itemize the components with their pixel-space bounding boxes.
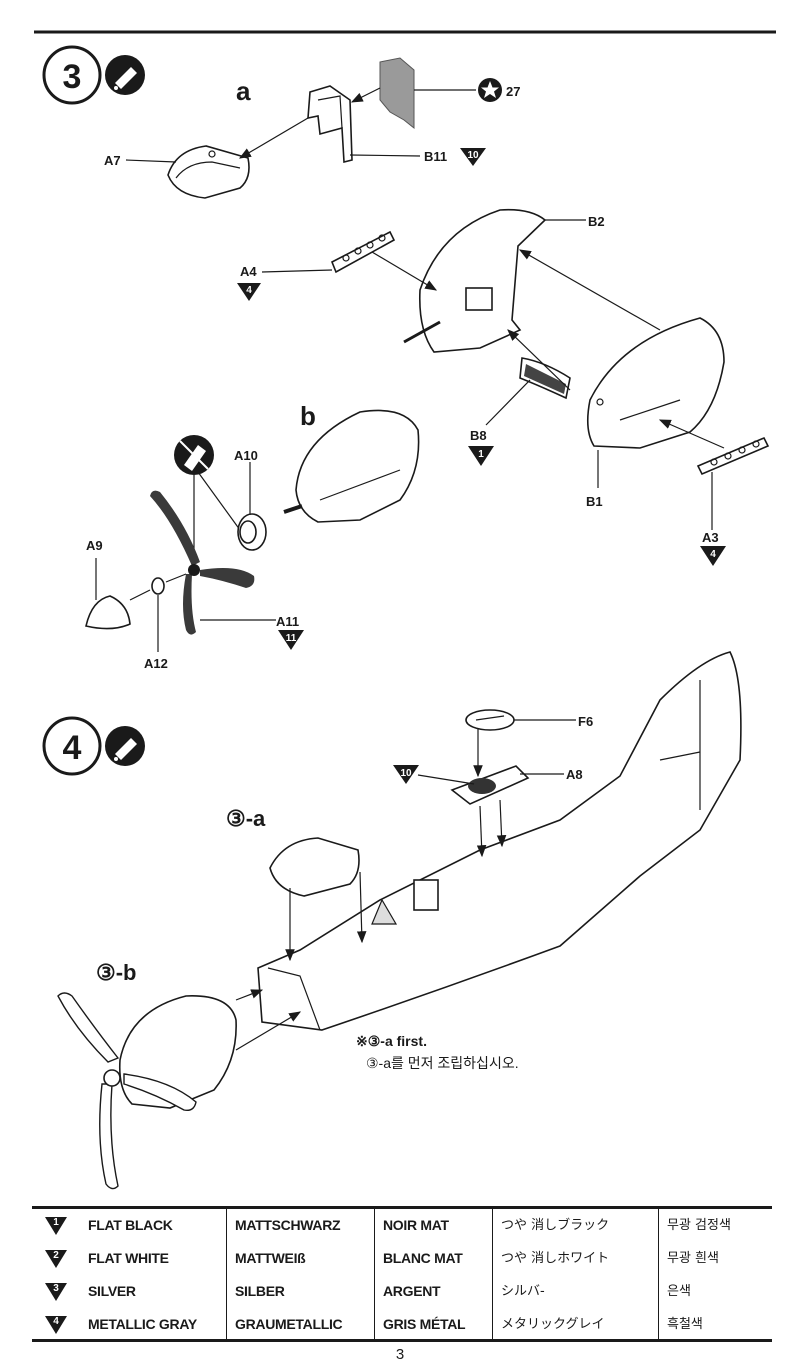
paint-triangle-icon: 4 xyxy=(45,1315,67,1334)
part-b2-drawing xyxy=(403,208,547,353)
paint-triangle-a8: 10 xyxy=(393,765,419,784)
color-de: GRAUMETALLIC xyxy=(226,1308,374,1341)
label-B11: B11 xyxy=(424,149,447,164)
color-de: SILBER xyxy=(226,1275,374,1308)
part-a7-drawing xyxy=(167,145,250,199)
part-a9-drawing xyxy=(85,595,131,630)
color-ko: 무광 검정색 xyxy=(658,1209,772,1242)
page-number: 3 xyxy=(395,1346,405,1363)
color-ja: つや 消しホワイト xyxy=(492,1242,658,1275)
svg-text:10: 10 xyxy=(467,150,479,161)
part-b1-drawing xyxy=(586,317,725,449)
step-4-header: 4 xyxy=(42,716,145,776)
step-3a-label: a xyxy=(236,76,251,106)
paint-triangle-a11: 11 xyxy=(278,630,304,650)
nose-3b-drawing xyxy=(57,992,237,1190)
color-de: MATTSCHWARZ xyxy=(226,1209,374,1242)
paint-triangle-a4: 4 xyxy=(237,283,261,301)
color-fr: BLANC MAT xyxy=(374,1242,492,1275)
step-4-ref-3a: ③-a xyxy=(226,806,266,831)
part-a8-drawing xyxy=(450,765,530,805)
color-de: MATTWEIß xyxy=(226,1242,374,1275)
label-A7: A7 xyxy=(104,153,121,168)
step-4-ref-3b: ③-b xyxy=(96,960,137,985)
color-fr: ARGENT xyxy=(374,1275,492,1308)
color-ko: 흑철색 xyxy=(658,1308,772,1341)
color-row: 4 METALLIC GRAY GRAUMETALLIC GRIS MÉTAL … xyxy=(32,1308,772,1341)
paint-triangle-icon: 3 xyxy=(45,1282,67,1301)
note-english: ※③-a first. xyxy=(356,1033,427,1049)
paint-triangle-b11: 10 xyxy=(460,148,486,166)
decal-star-icon xyxy=(478,78,502,102)
decal-panel-drawing xyxy=(379,57,415,130)
label-A3: A3 xyxy=(702,530,719,545)
label-A9: A9 xyxy=(86,538,103,553)
color-en: FLAT WHITE xyxy=(88,1250,169,1266)
cowl-3a-drawing xyxy=(269,837,360,897)
svg-text:4: 4 xyxy=(710,549,716,560)
paint-color-table: 1 FLAT BLACK MATTSCHWARZ NOIR MAT つや 消しブ… xyxy=(32,1206,772,1342)
label-F6: F6 xyxy=(578,714,593,729)
part-b8-drawing xyxy=(519,357,571,400)
part-a12-drawing xyxy=(151,577,165,595)
label-A4: A4 xyxy=(240,264,257,279)
label-decal-27: 27 xyxy=(506,84,520,99)
svg-text:10: 10 xyxy=(400,768,412,779)
glue-icon xyxy=(105,55,145,95)
step-3-number: 3 xyxy=(63,58,82,96)
color-en: METALLIC GRAY xyxy=(88,1316,197,1332)
svg-text:1: 1 xyxy=(478,449,484,460)
color-row: 2 FLAT WHITE MATTWEIß BLANC MAT つや 消しホワイ… xyxy=(32,1242,772,1275)
color-ko: 무광 흰색 xyxy=(658,1242,772,1275)
color-ja: メタリックグレイ xyxy=(492,1308,658,1341)
color-row: 1 FLAT BLACK MATTSCHWARZ NOIR MAT つや 消しブ… xyxy=(32,1209,772,1242)
paint-triangle-b8: 1 xyxy=(468,446,494,466)
step-3-header: 3 xyxy=(42,45,145,105)
color-en: FLAT BLACK xyxy=(88,1217,173,1233)
glue-icon-step4 xyxy=(105,726,145,766)
label-B8: B8 xyxy=(470,428,487,443)
part-b11-drawing xyxy=(307,85,353,164)
no-glue-icon xyxy=(174,435,214,475)
color-fr: NOIR MAT xyxy=(374,1209,492,1242)
color-en: SILVER xyxy=(88,1283,136,1299)
color-fr: GRIS MÉTAL xyxy=(374,1308,492,1341)
label-B2: B2 xyxy=(588,214,605,229)
paint-triangle-icon: 2 xyxy=(45,1249,67,1268)
step-4-number: 4 xyxy=(63,729,82,767)
paint-triangle-icon: 1 xyxy=(45,1216,67,1235)
color-row: 3 SILVER SILBER ARGENT シルバ- 은색 xyxy=(32,1275,772,1308)
label-A12: A12 xyxy=(144,656,168,671)
part-a11-propeller-drawing xyxy=(150,490,255,635)
color-ja: シルバ- xyxy=(492,1275,658,1308)
step-3b-label: b xyxy=(300,401,316,431)
label-A10: A10 xyxy=(234,448,258,463)
color-ko: 은색 xyxy=(658,1275,772,1308)
label-A11: A11 xyxy=(276,614,299,629)
nose-assembly-drawing xyxy=(283,409,420,523)
label-A8: A8 xyxy=(566,767,583,782)
svg-text:11: 11 xyxy=(286,633,297,644)
svg-text:4: 4 xyxy=(246,285,252,296)
note-korean: ③-a를 먼저 조립하십시오. xyxy=(366,1055,519,1071)
part-a3-drawing xyxy=(696,436,770,476)
part-f6-drawing xyxy=(465,709,515,731)
paint-triangle-a3: 4 xyxy=(700,546,726,566)
label-B1: B1 xyxy=(586,494,603,509)
color-ja: つや 消しブラック xyxy=(492,1209,658,1242)
part-a4-drawing xyxy=(330,230,396,274)
part-a10-drawing xyxy=(237,513,267,551)
fuselage-drawing xyxy=(257,651,742,1031)
